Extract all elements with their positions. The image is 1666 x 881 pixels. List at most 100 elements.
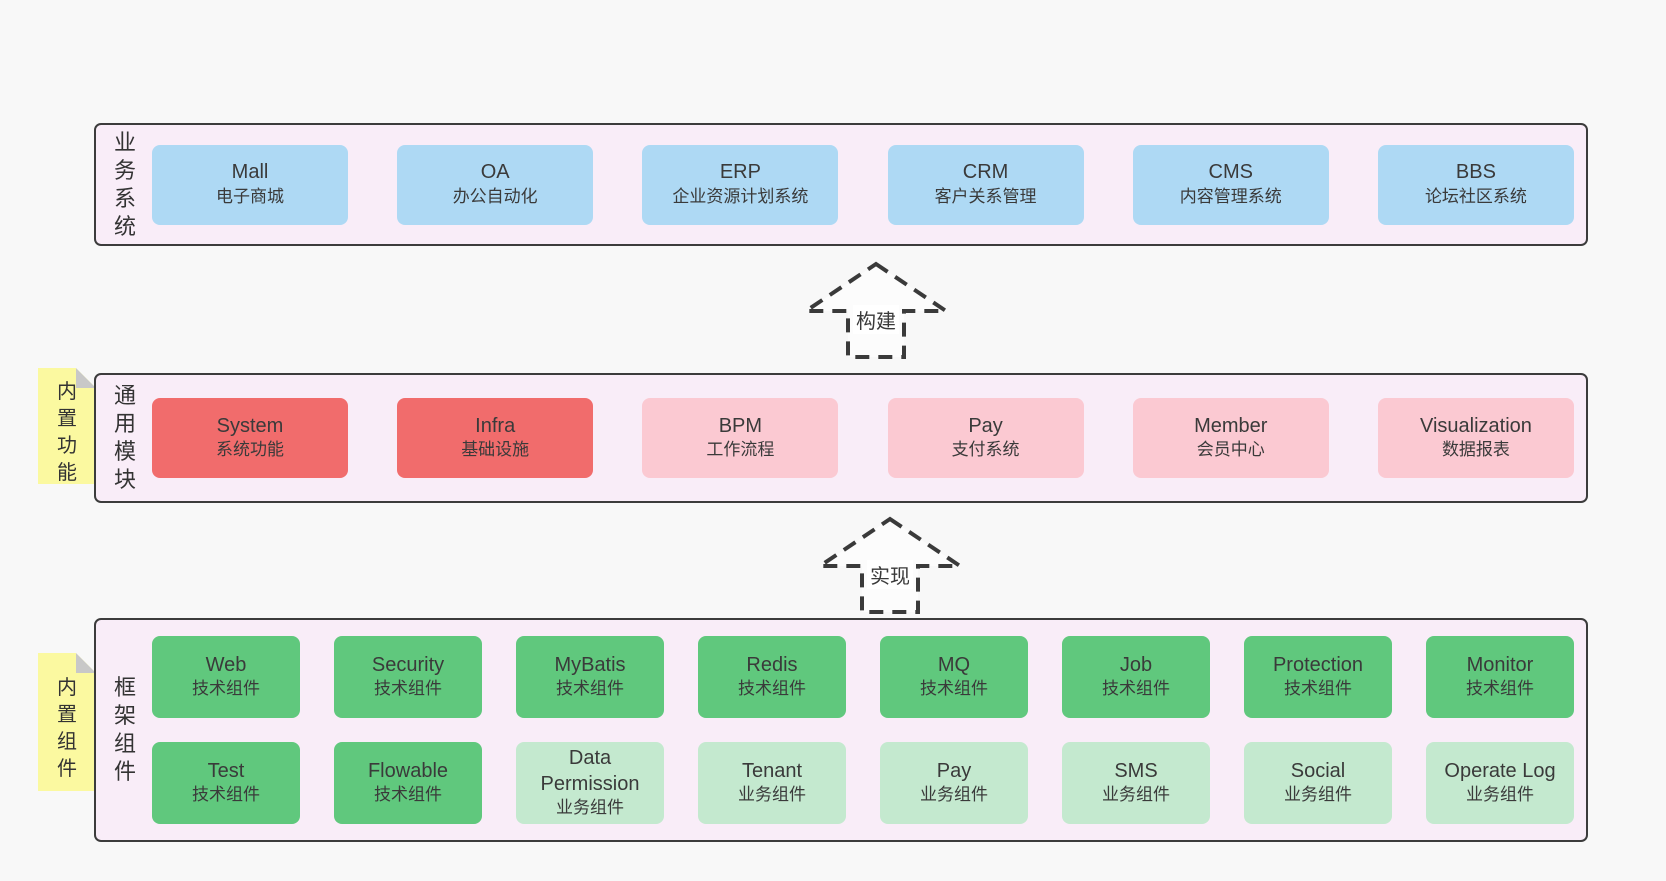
band-framework-components-label: 框架组件	[98, 620, 152, 840]
vertical-label-char: 置	[57, 704, 77, 726]
box-desc: 系统功能	[216, 440, 284, 460]
arrow-implement-label: 实现	[867, 560, 913, 589]
box-social: Social 业务组件	[1244, 742, 1392, 824]
band-common-modules-label: 通用模块	[98, 375, 152, 501]
sticky-built-in-features: 内置功能	[38, 368, 96, 484]
box-name: Pay	[936, 759, 972, 782]
box-web: Web 技术组件	[152, 636, 300, 718]
box-name: Job	[1119, 653, 1153, 676]
vertical-label-char: 件	[113, 759, 136, 784]
box-name: CRM	[962, 161, 1009, 184]
box-desc: 技术组件	[556, 679, 624, 699]
vertical-label-char: 块	[113, 467, 136, 492]
arrow-implement: 实现	[815, 514, 965, 616]
vertical-label-char: 架	[113, 703, 136, 728]
vertical-label-char: 务	[113, 157, 136, 183]
box-desc: 技术组件	[374, 785, 442, 805]
box-name: Flowable	[367, 759, 449, 782]
arrow-build-label: 构建	[853, 305, 899, 334]
box-desc: 业务组件	[1466, 785, 1534, 805]
box-name: BPM	[718, 414, 763, 437]
box-security: Security 技术组件	[334, 636, 482, 718]
box-desc: 客户关系管理	[934, 186, 1037, 206]
box-desc: 企业资源计划系统	[672, 186, 809, 206]
box-name: Visualization	[1419, 414, 1532, 437]
vertical-label-char: 组	[113, 731, 136, 756]
vertical-label-char: 系	[113, 185, 136, 211]
arrow-build: 构建	[801, 259, 951, 361]
box-name: OA	[480, 161, 510, 184]
vertical-label-char: 功	[57, 435, 77, 457]
box-job: Job 技术组件	[1062, 636, 1210, 718]
box-desc: 工作流程	[706, 440, 775, 460]
box-name: Test	[207, 759, 245, 782]
vertical-label-char: 内	[57, 677, 77, 699]
box-name: Operate Log	[1444, 759, 1556, 782]
box-name: Web	[205, 653, 247, 676]
box-bpm: BPM 工作流程	[642, 398, 839, 478]
box-desc: 电子商城	[216, 186, 284, 206]
vertical-label-char: 组	[57, 731, 77, 753]
box-operate-log: Operate Log 业务组件	[1426, 742, 1574, 824]
box-desc: 支付系统	[951, 440, 1020, 460]
box-visualization: Visualization 数据报表	[1377, 398, 1574, 478]
box-desc: 业务组件	[1284, 785, 1352, 805]
box-desc: 论坛社区系统	[1424, 186, 1527, 206]
box-desc: 技术组件	[374, 679, 442, 699]
vertical-label-char: 能	[57, 462, 77, 484]
box-desc: 数据报表	[1441, 440, 1510, 460]
box-desc: 办公自动化	[452, 186, 538, 206]
box-mq: MQ 技术组件	[880, 636, 1028, 718]
box-infra: Infra 基础设施	[397, 398, 594, 478]
vertical-label-char: 用	[113, 411, 136, 436]
box-name: BBS	[1455, 161, 1496, 184]
box-desc: 技术组件	[192, 679, 260, 699]
vertical-label-char: 业	[113, 129, 136, 155]
box-name: SMS	[1114, 759, 1158, 782]
box-name: Infra	[475, 414, 516, 437]
box-desc: 内容管理系统	[1179, 186, 1282, 206]
box-desc: 业务组件	[920, 785, 988, 805]
box-desc: 业务组件	[738, 785, 806, 805]
box-name: MQ	[937, 653, 971, 676]
box-desc: 会员中心	[1196, 440, 1265, 460]
box-desc: 技术组件	[738, 679, 806, 699]
box-system: System 系统功能	[152, 398, 348, 478]
box-name: MyBatis	[554, 653, 626, 676]
box-name: Social	[1290, 759, 1346, 782]
box-desc: 技术组件	[920, 679, 988, 699]
vertical-label-char: 模	[113, 439, 136, 464]
box-desc: 技术组件	[1284, 679, 1352, 699]
box-desc: 技术组件	[1466, 679, 1534, 699]
vertical-label-char: 统	[113, 213, 136, 239]
box-name: Mall	[231, 161, 269, 184]
box-desc: 基础设施	[461, 440, 530, 460]
box-desc: 技术组件	[1102, 679, 1170, 699]
box-name: Security	[371, 653, 445, 676]
vertical-label-char: 置	[57, 408, 77, 430]
box-name: System	[216, 414, 284, 437]
band-business-systems-label: 业务系统	[98, 125, 152, 244]
box-desc: 业务组件	[556, 798, 624, 818]
vertical-label-char: 内	[57, 381, 77, 403]
